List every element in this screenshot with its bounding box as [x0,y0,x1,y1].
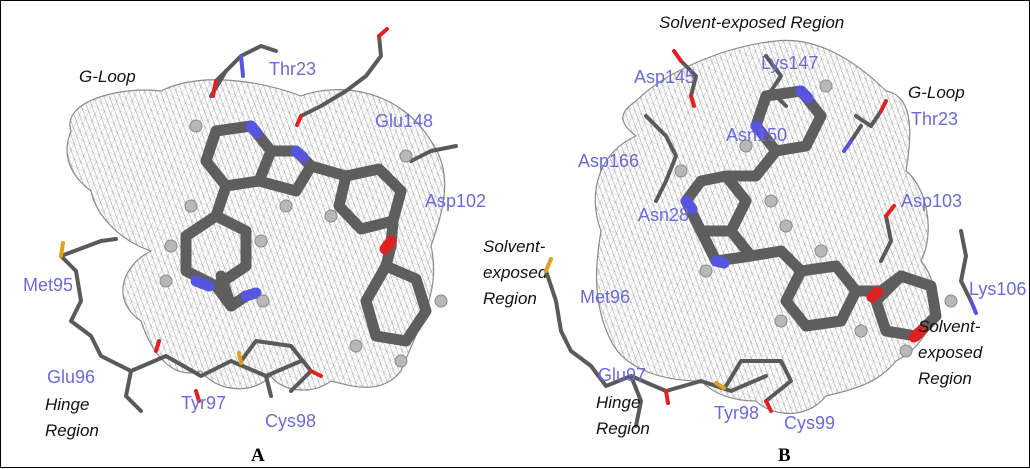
panel-a-solvent-line3: Region [483,289,537,308]
panel-b-res-asp145: Asp145 [634,67,696,87]
panel-b-molecular-render [544,39,978,428]
hinge-backbone [59,237,313,413]
panel-b: Solvent-exposed Region Asp145 Lys147 G-L… [516,1,1030,469]
panel-b-hinge-line1: Hinge [596,393,641,412]
panel-b-res-tyr98: Tyr98 [714,403,760,423]
panel-b-solvent-line2: exposed [918,343,983,362]
panel-b-gloop-label: G-Loop [908,83,965,102]
panel-b-res-lys106: Lys106 [969,279,1027,299]
panel-a-res-met95: Met95 [23,275,74,295]
panel-b-hinge-line2: Region [596,419,650,438]
panel-a-hinge-line2: Region [45,421,99,440]
panel-a-molecular-render [59,27,458,413]
panel-a-res-glu148: Glu148 [375,111,434,131]
panel-b-solvent-top-label: Solvent-exposed Region [659,13,845,32]
panel-b-letter: B [778,445,791,466]
panel-a-res-tyr97: Tyr97 [181,393,227,413]
panel-b-res-asn150: Asn150 [726,125,788,145]
binding-pocket-surface [594,39,936,415]
binding-pocket-surface [66,79,446,391]
panel-b-res-met96: Met96 [580,287,631,307]
panel-b-res-asp103: Asp103 [901,191,963,211]
panel-a-gloop-label: G-Loop [79,67,136,86]
panel-b-res-asp166: Asp166 [578,151,640,171]
panel-a-hinge-line1: Hinge [45,395,90,414]
panel-b-res-lys147: Lys147 [761,53,819,73]
panel-a-res-cys98: Cys98 [265,411,317,431]
panel-b-solvent-line1: Solvent- [918,317,981,336]
panel-a-res-asp102: Asp102 [425,191,487,211]
panel-a-res-thr23: Thr23 [269,59,317,79]
panel-a-solvent-line1: Solvent- [483,237,546,256]
panel-b-res-cys99: Cys99 [784,413,836,433]
panel-b-res-asn28: Asn28 [638,205,690,225]
panel-a-res-glu96: Glu96 [47,367,96,387]
panel-a-solvent-line2: exposed [483,263,548,282]
panel-a-letter: A [251,445,265,466]
panel-b-res-thr23: Thr23 [911,109,959,129]
panel-b-res-glu97: Glu97 [598,365,647,385]
panel-a: G-Loop Thr23 Glu148 Asp102 Solvent- expo… [1,1,547,469]
panel-b-solvent-line3: Region [918,369,972,388]
